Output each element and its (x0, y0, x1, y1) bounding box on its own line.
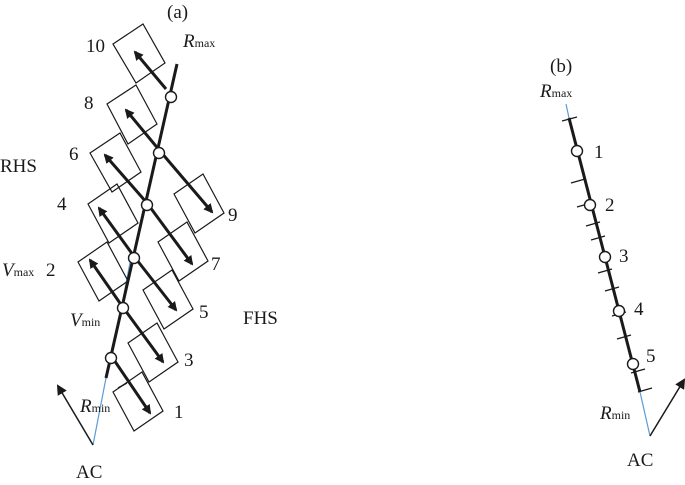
number-label: 5 (199, 302, 209, 323)
joint-circle (598, 250, 612, 264)
joint-circle (612, 304, 626, 318)
number-label: 7 (211, 254, 221, 275)
box-5 (131, 254, 194, 330)
panel-a-label: (a) (167, 2, 188, 23)
box-4 (87, 183, 139, 256)
axis-base-blue (92, 377, 107, 446)
joint-circle (164, 90, 178, 104)
box-2 (77, 241, 129, 307)
box-7 (145, 202, 209, 282)
box-3 (120, 305, 179, 383)
panel-b-label: (b) (550, 56, 572, 77)
joint-circle (127, 251, 141, 265)
joint-circle (626, 357, 640, 371)
number-label: 2 (605, 195, 615, 216)
box-10 (112, 23, 168, 90)
ac-arrow-b (649, 378, 685, 437)
joint-circle (116, 301, 130, 315)
joint-circles-b (570, 144, 640, 371)
number-label: 2 (46, 260, 56, 281)
ac-label-b: AC (627, 450, 653, 471)
box-8 (106, 84, 162, 152)
r-max-label-b: Rmax (539, 81, 572, 102)
box-6 (89, 132, 149, 204)
r-min-label-b: Rmin (599, 403, 630, 424)
v-max-label: Vmax (2, 260, 34, 281)
box-9 (158, 150, 225, 234)
number-label: 10 (86, 36, 105, 57)
ac-label-a: AC (76, 462, 102, 483)
number-label: 3 (184, 350, 194, 371)
panel-a: (a) RHS FHS AC Rmax Rmin Vmax Vmin 10 8 … (0, 2, 278, 483)
panel-b: (b) Rmax Rmin AC 1 2 3 4 5 (539, 56, 685, 471)
joint-circles (104, 90, 178, 365)
joint-circle (104, 351, 118, 365)
number-label: 4 (634, 299, 644, 320)
number-label: 1 (174, 402, 184, 423)
joint-circle (570, 144, 584, 158)
number-label: 3 (619, 246, 629, 267)
joint-circle (140, 198, 154, 212)
fhs-label: FHS (243, 308, 278, 329)
number-label: 4 (57, 194, 67, 215)
number-label: 9 (228, 205, 238, 226)
joint-circle (583, 198, 597, 212)
joint-circle (152, 146, 166, 160)
number-label: 1 (594, 142, 604, 163)
box-1 (110, 356, 164, 432)
r-max-label-a: Rmax (182, 31, 215, 52)
v-min-label: Vmin (70, 310, 100, 331)
number-label: 8 (84, 93, 94, 114)
rhs-label: RHS (0, 156, 37, 177)
axis-bottom-blue-b (639, 391, 651, 437)
number-label: 5 (646, 346, 656, 367)
number-label: 6 (69, 144, 79, 165)
main-axis (104, 63, 179, 379)
r-min-label-a: Rmin (79, 396, 110, 417)
axis-top-blue-b (565, 103, 570, 119)
ac-arrow (56, 384, 94, 446)
